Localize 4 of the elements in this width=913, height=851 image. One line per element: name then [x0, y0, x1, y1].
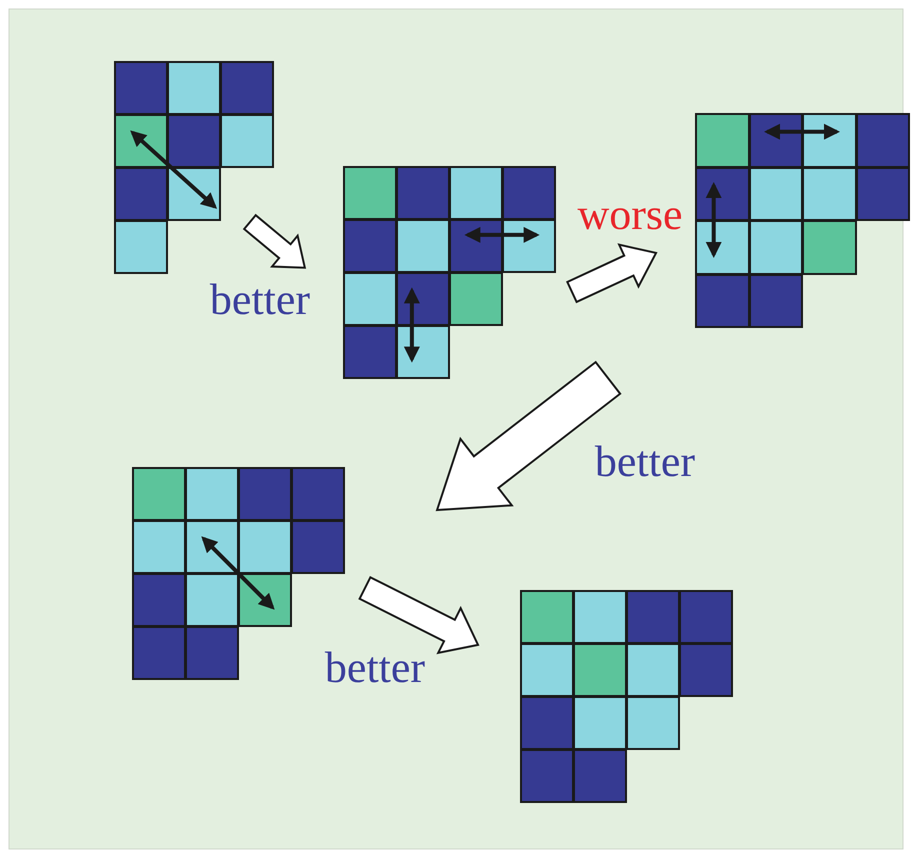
- block-arrow: [566, 243, 658, 304]
- block-arrow: [242, 214, 306, 269]
- block-arrow: [436, 360, 622, 512]
- block-arrow: [358, 576, 480, 654]
